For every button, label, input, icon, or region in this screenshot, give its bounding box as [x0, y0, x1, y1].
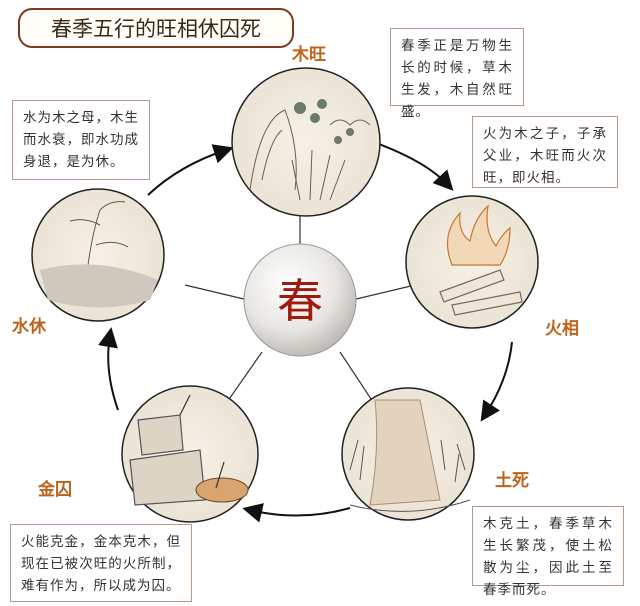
node-wood-circle [231, 67, 381, 217]
arrow-earth-to-metal [242, 503, 351, 523]
label-wood: 木旺 [292, 45, 326, 65]
label-water: 水休 [12, 317, 46, 337]
node-metal-circle [121, 385, 259, 523]
node-earth-circle [341, 387, 475, 521]
diagram-title: 春季五行的旺相休囚死 [18, 8, 294, 48]
note-wood: 春季正是万物生长的时候，草木生发，木自然旺盛。 [390, 28, 524, 120]
node-fire-circle [405, 195, 539, 329]
label-earth: 土死 [495, 471, 529, 491]
arrow-metal-to-water [98, 327, 119, 411]
note-earth: 木克土，春季草木生长繁茂，使土松散为尘，因此土至春季而死。 [472, 506, 624, 598]
label-fire: 火相 [545, 319, 579, 339]
node-water-circle [31, 188, 165, 322]
arrow-water-to-wood [147, 144, 234, 196]
label-metal: 金囚 [38, 480, 72, 500]
arrow-fire-to-earth [480, 341, 513, 422]
center-sphere [243, 243, 357, 357]
note-fire: 火为木之子，子承父业，木旺而火次旺，即火相。 [472, 116, 618, 188]
center-season-char: 春 [277, 274, 323, 328]
note-metal: 火能克金，金本克木，但现在已被次旺的火所制，难有作为，所以成为囚。 [10, 524, 192, 602]
note-water: 水为木之母，木生而水衰，即水功成身退，是为休。 [12, 100, 150, 180]
